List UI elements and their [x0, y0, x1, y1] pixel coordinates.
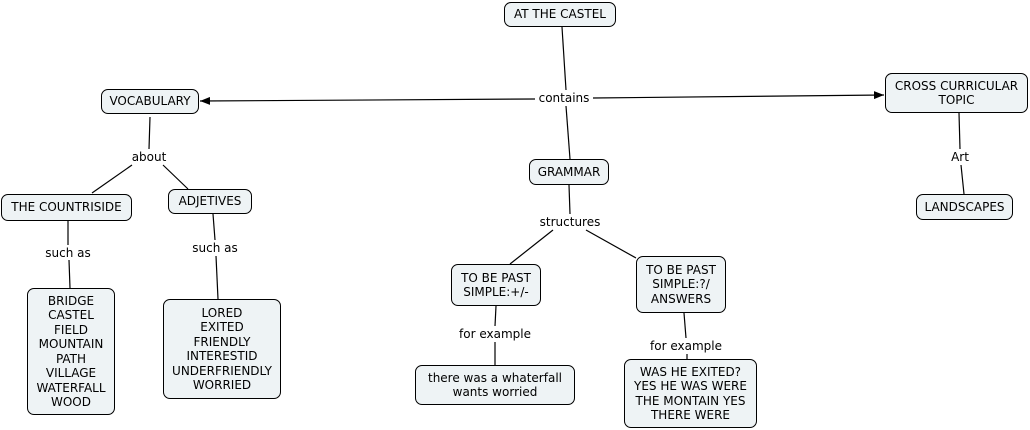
node-adjetives-words: LORED EXITED FRIENDLY INTERESTID UNDERFR…: [163, 299, 281, 399]
node-adjetives: ADJETIVES: [168, 189, 252, 214]
node-grammar: GRAMMAR: [529, 159, 609, 185]
node-root: AT THE CASTEL: [504, 2, 616, 27]
line-structures-question: [585, 229, 637, 259]
node-vocabulary: VOCABULARY: [101, 89, 199, 114]
node-landscapes: LANDSCAPES: [916, 194, 1013, 220]
node-past-simple-pos-neg: TO BE PAST SIMPLE:+/-: [451, 264, 541, 306]
line-about-countryside: [91, 164, 133, 194]
line-vocabulary-about: [148, 116, 151, 150]
node-countryside: THE COUNTRISIDE: [1, 194, 132, 221]
link-label-such-as-adjetives: such as: [190, 241, 240, 255]
link-label-contains: contains: [536, 91, 592, 105]
link-label-for-example-question: for example: [648, 339, 724, 353]
line-cross-art: [958, 112, 961, 150]
line-contains-grammar: [565, 105, 571, 160]
line-structures-posneg: [509, 229, 554, 265]
link-label-structures: structures: [537, 215, 603, 229]
link-label-about: about: [129, 150, 169, 164]
line-question-example: [683, 312, 687, 339]
line-suchas-adjwords: [215, 255, 219, 300]
line-contains-cross: [592, 91, 885, 100]
link-label-for-example-pos-neg: for example: [457, 327, 533, 341]
node-cross-curricular: CROSS CURRICULAR TOPIC: [885, 73, 1028, 113]
link-label-such-as-countryside: such as: [43, 246, 93, 260]
line-adjetives-suchas: [212, 213, 216, 241]
line-suchas-words: [68, 259, 71, 289]
line-grammar-structures: [568, 184, 571, 215]
node-past-simple-question: TO BE PAST SIMPLE:?/ ANSWERS: [636, 256, 726, 313]
line-posneg-example: [494, 305, 497, 327]
node-example-question: WAS HE EXITED? YES HE WAS WERE THE MONTA…: [624, 359, 757, 428]
node-countryside-words: BRIDGE CASTEL FIELD MOUNTAIN PATH VILLAG…: [27, 288, 115, 415]
line-contains-vocabulary: [199, 96, 536, 105]
line-about-adjetives: [162, 164, 189, 190]
line-root-contains: [561, 26, 567, 91]
line-art-landscapes: [960, 164, 965, 195]
link-label-art: Art: [949, 150, 971, 164]
node-example-pos-neg: there was a whaterfall wants worried: [415, 365, 575, 405]
